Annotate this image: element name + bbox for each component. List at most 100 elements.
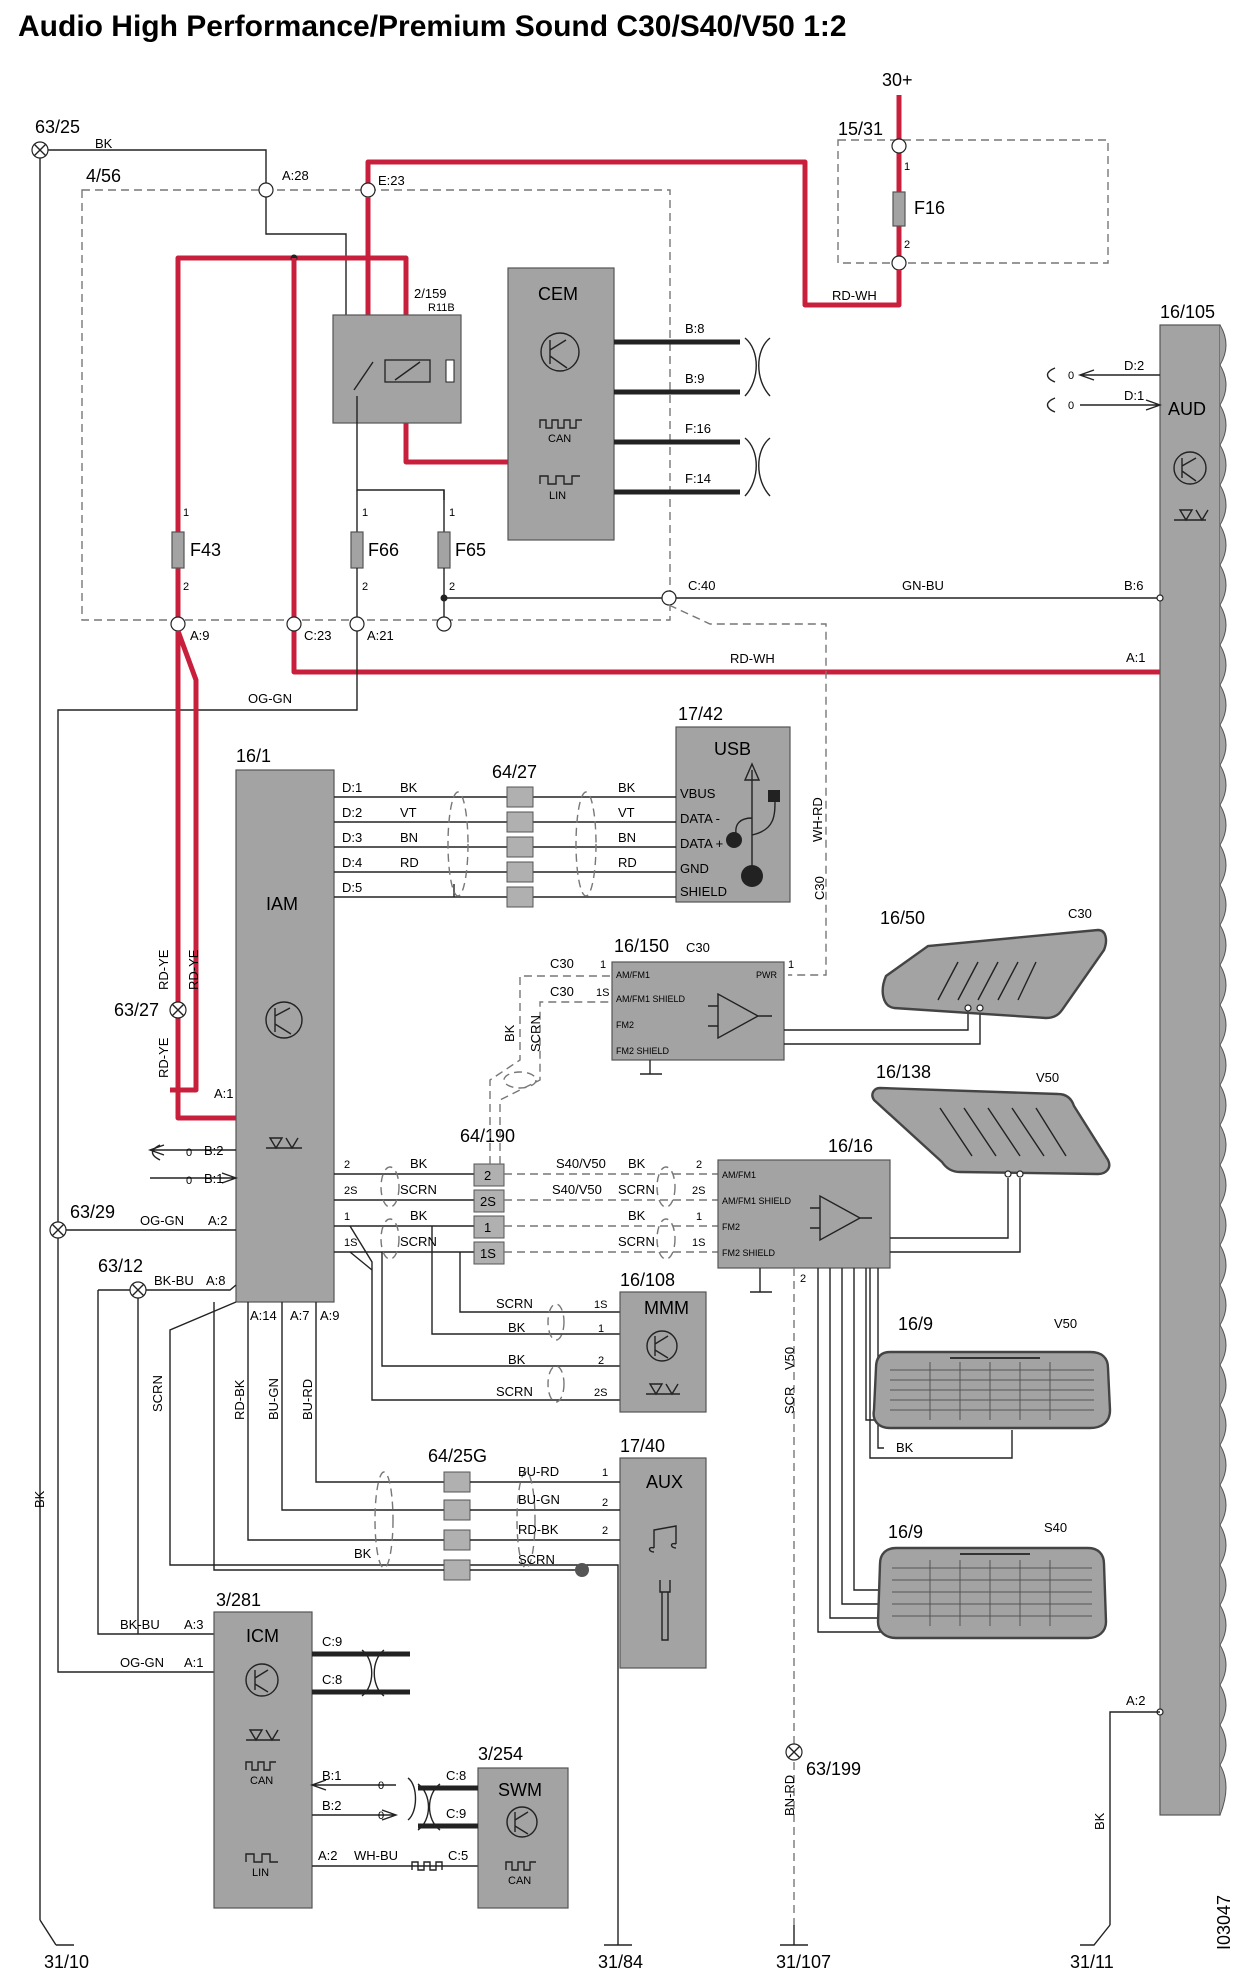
f16-node-top xyxy=(891,138,907,154)
conn-64-25g-pin7 xyxy=(443,1529,471,1551)
icm-b2-zero: 0 xyxy=(378,1810,384,1822)
aud-pin-d1: D:1 xyxy=(1124,388,1144,403)
s40v50-scrn-color: SCRN xyxy=(618,1182,655,1197)
bk-long-color: BK xyxy=(354,1546,372,1561)
node-a28-label: A:28 xyxy=(282,168,309,183)
usb-icon-dot-top xyxy=(726,832,742,848)
node-a21 xyxy=(349,616,365,632)
iam-aux-bu-rd xyxy=(315,1302,444,1483)
fuse-f43-label: F43 xyxy=(190,540,221,560)
mmm-scrn-1-color: SCRN xyxy=(496,1296,533,1311)
cem-transistor-icon-lines xyxy=(549,339,568,369)
amp16-pin-1: 1 xyxy=(696,1211,702,1223)
iam-b2-wire xyxy=(147,1144,236,1156)
amp-16-16-to-rear-3 xyxy=(841,1268,888,1605)
ant-16-138-term-1 xyxy=(1004,1170,1012,1178)
iam-ant-1-color: BK xyxy=(410,1208,428,1223)
cem-name: CEM xyxy=(538,284,578,304)
ant-16-138-term-2 xyxy=(1016,1170,1024,1178)
mmm-pin-1s: 1S xyxy=(594,1299,607,1311)
amp-16-150-ref: 16/150 xyxy=(614,936,669,956)
amp-16-16-pin-fm2-shield: FM2 SHIELD xyxy=(722,1248,776,1258)
gnd-31-10-symbol xyxy=(39,1919,74,1946)
usb-icon-square xyxy=(768,790,780,802)
cem-can-icon xyxy=(539,419,582,429)
node-a21-label: A:21 xyxy=(367,628,394,643)
win-v50-grid xyxy=(890,1362,1094,1420)
node-c40-label: C:40 xyxy=(688,578,715,593)
iam-name: IAM xyxy=(266,894,298,914)
win-s40-variant: S40 xyxy=(1044,1520,1067,1535)
bn-rd-color: BN-RD xyxy=(782,1775,797,1816)
win-v50-ref: 16/9 xyxy=(898,1314,933,1334)
node-e23 xyxy=(360,182,376,198)
amp-16-16-ground xyxy=(750,1268,772,1293)
bk-top-wire xyxy=(48,149,267,190)
node-c23-label: C:23 xyxy=(304,628,331,643)
scrn-left-wire xyxy=(169,1301,619,1925)
pin-f14-label: F:14 xyxy=(685,471,711,486)
aux-name: AUX xyxy=(646,1472,683,1492)
splice-63-12-label: 63/12 xyxy=(98,1256,143,1276)
pin-b8-label: B:8 xyxy=(685,321,705,336)
win-s40-glass xyxy=(876,1546,1108,1640)
bk-bu-to-icm xyxy=(97,1289,214,1635)
fuse-f66 xyxy=(350,531,364,569)
fusebox-15-31-enclosure xyxy=(837,139,1109,264)
s40v50-label-2: S40/V50 xyxy=(552,1182,602,1197)
shield-left xyxy=(447,791,469,897)
node-a9-label: A:9 xyxy=(190,628,210,643)
aux-rd-bk-color: RD-BK xyxy=(518,1522,559,1537)
swm-transistor-icon xyxy=(506,1806,538,1838)
iam-a1: A:1 xyxy=(214,1086,234,1101)
icm-b1: B:1 xyxy=(322,1768,342,1783)
fuse-f65-label: F65 xyxy=(455,540,486,560)
icm-a3: A:3 xyxy=(184,1617,204,1632)
swm-module xyxy=(477,1767,569,1909)
amp-16-150-pin-fm2-shield: FM2 SHIELD xyxy=(616,1046,670,1056)
aud-ref: 16/105 xyxy=(1160,302,1215,322)
icm-module xyxy=(213,1611,313,1909)
win-v50-variant: V50 xyxy=(1054,1316,1077,1331)
cem-lin-label: LIN xyxy=(549,490,566,502)
splice-63-199-label: 63/199 xyxy=(806,1759,861,1779)
conn-64-27-pin3 xyxy=(506,836,534,858)
f16-out-color: RD-WH xyxy=(832,288,877,303)
conn-64-25g-pin8 xyxy=(443,1499,471,1521)
swm-can-icon xyxy=(505,1861,536,1871)
gnd-31-107-symbol xyxy=(780,1925,808,1946)
iam-d3: D:3 xyxy=(342,830,362,845)
amp-16-16-pin-amfm1: AM/FM1 xyxy=(722,1170,756,1180)
icm-a2-color: WH-BU xyxy=(354,1848,398,1863)
icm-ref: 3/281 xyxy=(216,1590,261,1610)
aux-shield-left xyxy=(374,1471,394,1569)
iam-b1: B:1 xyxy=(204,1171,224,1186)
relay-contact xyxy=(353,361,374,391)
aux-pin-2: 2 xyxy=(602,1525,608,1537)
mmm-branch-3 xyxy=(431,1226,620,1335)
fuse-f16-label: F16 xyxy=(914,198,945,218)
rd-ye-color-1: RD-YE xyxy=(156,949,171,990)
fusebox-4-56-enclosure xyxy=(81,189,671,621)
iam-module xyxy=(235,769,335,1303)
iam-optocoupler-icon xyxy=(266,1137,302,1150)
wire-usb1-color: BK xyxy=(618,780,636,795)
conn-64-190-ref: 64/190 xyxy=(460,1126,515,1146)
iam-a8-wire xyxy=(146,1284,237,1291)
c30-vertical-label: C30 xyxy=(812,876,827,900)
amp-16-150-variant: C30 xyxy=(686,940,710,955)
mmm-transistor-lines xyxy=(654,1335,669,1359)
usb-icon-dot-bottom xyxy=(741,865,763,887)
cem-lin-icon xyxy=(539,475,580,485)
a28-to-relay xyxy=(265,197,347,315)
ant-16-50-ref: 16/50 xyxy=(880,908,925,928)
iam-transistor-icon-lines xyxy=(274,1007,292,1035)
swm-c9: C:9 xyxy=(446,1806,466,1821)
c40-wh-rd-dashed xyxy=(668,604,827,976)
iam-d5: D:5 xyxy=(342,880,362,895)
supply-label: 30+ xyxy=(882,70,913,90)
iam-a14: A:14 xyxy=(250,1308,277,1323)
node-c23 xyxy=(286,616,302,632)
amp-16-16-to-rear-1 xyxy=(817,1268,888,1633)
iam-a2-color: OG-GN xyxy=(140,1213,184,1228)
